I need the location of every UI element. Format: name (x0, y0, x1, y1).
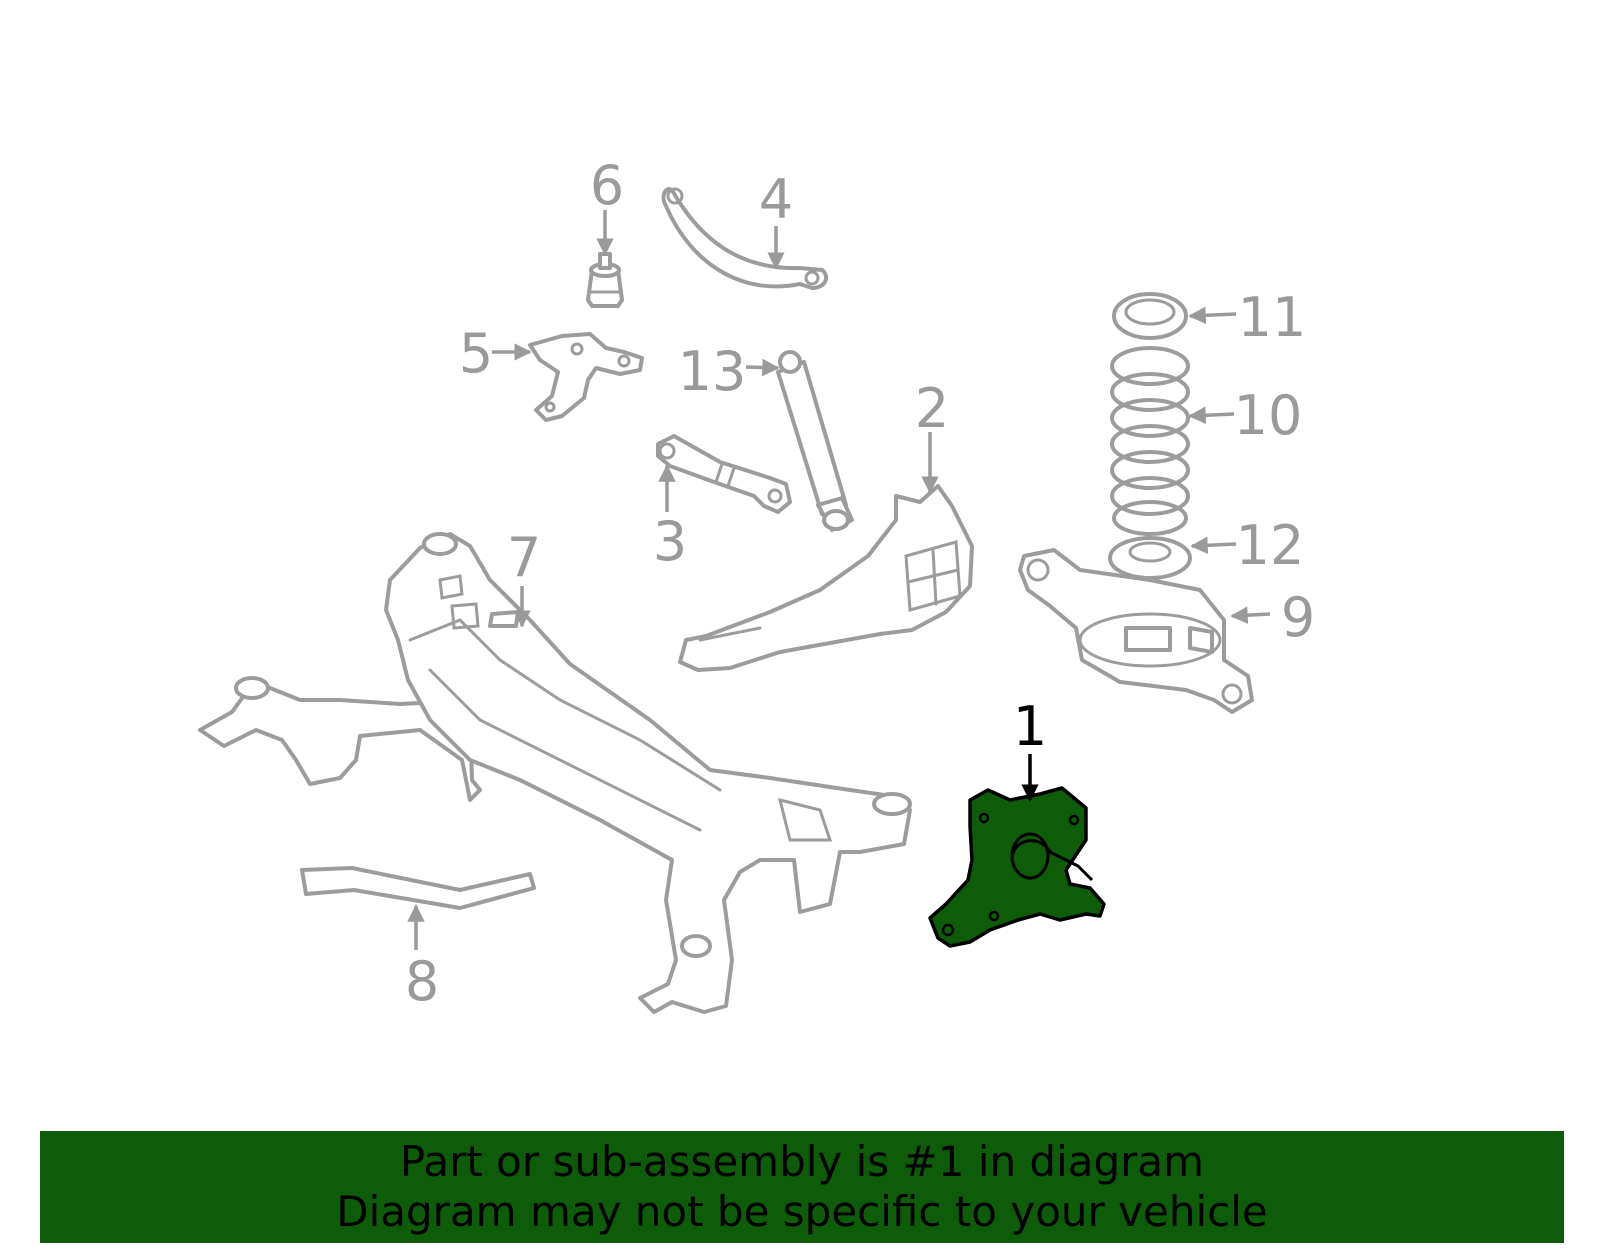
callout-2[interactable]: 2 (915, 377, 949, 440)
callout-6[interactable]: 6 (590, 154, 624, 217)
part-9-lower-arm (1018, 548, 1254, 714)
part-12-spring-seat-lower (1108, 536, 1192, 580)
callout-3[interactable]: 3 (653, 510, 687, 573)
part-8-brace (300, 866, 536, 910)
callout-13[interactable]: 13 (678, 340, 747, 403)
callout-1[interactable]: 1 (1013, 695, 1047, 758)
part-11-spring-seat-upper (1112, 292, 1188, 340)
callout-10[interactable]: 10 (1234, 384, 1303, 447)
part-13-shock-absorber (776, 350, 854, 532)
callout-12[interactable]: 12 (1236, 514, 1305, 577)
callout-8[interactable]: 8 (405, 950, 439, 1013)
banner-line-2: Diagram may not be specific to your vehi… (336, 1187, 1268, 1236)
part-6-bushing (586, 252, 624, 308)
part-1-knuckle (928, 786, 1106, 948)
part-7-crossmember (198, 532, 912, 1014)
part-4-upper-arm (661, 187, 829, 290)
callout-7[interactable]: 7 (507, 526, 541, 589)
callout-4[interactable]: 4 (759, 168, 793, 231)
banner-line-1: Part or sub-assembly is #1 in diagram (399, 1137, 1205, 1186)
callout-5[interactable]: 5 (459, 322, 493, 385)
callout-9[interactable]: 9 (1281, 586, 1315, 649)
info-banner: Part or sub-assembly is #1 in diagram Di… (40, 1131, 1564, 1243)
callout-11[interactable]: 11 (1238, 286, 1307, 349)
part-2-trailing-arm (678, 484, 974, 672)
part-5-bracket (528, 332, 644, 422)
part-10-coil-spring (1110, 346, 1190, 536)
part-3-lateral-link (656, 434, 792, 514)
